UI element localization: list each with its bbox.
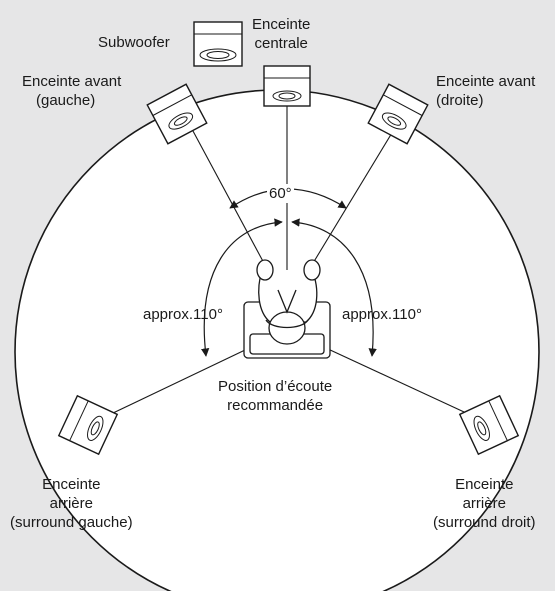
right-angle-label: approx.110° (342, 306, 422, 323)
front-left-speaker (146, 83, 208, 145)
rear-right-speaker (458, 394, 520, 456)
rear-right-label: Enceinte arrière (surround droit) (433, 476, 536, 531)
rear-left-speaker (57, 394, 119, 456)
center-speaker-label: Enceinte centrale (252, 16, 311, 52)
front-angle-label: 60° (267, 184, 294, 203)
front-left-label: Enceinte avant (gauche) (22, 73, 122, 109)
front-right-label: Enceinte avant (droite) (436, 73, 536, 109)
left-angle-arc (200, 218, 283, 357)
listener-figure (243, 259, 331, 359)
listening-position-label: Position d’écoute recommandée (218, 378, 333, 414)
subwoofer-speaker (193, 21, 243, 67)
center-speaker (263, 65, 311, 107)
right-angle-arc (291, 218, 377, 357)
front-right-speaker (367, 83, 429, 145)
subwoofer-label: Subwoofer (98, 34, 170, 51)
rear-left-label: Enceinte arrière (surround gauche) (10, 476, 133, 531)
left-angle-label: approx.110° (143, 306, 223, 323)
